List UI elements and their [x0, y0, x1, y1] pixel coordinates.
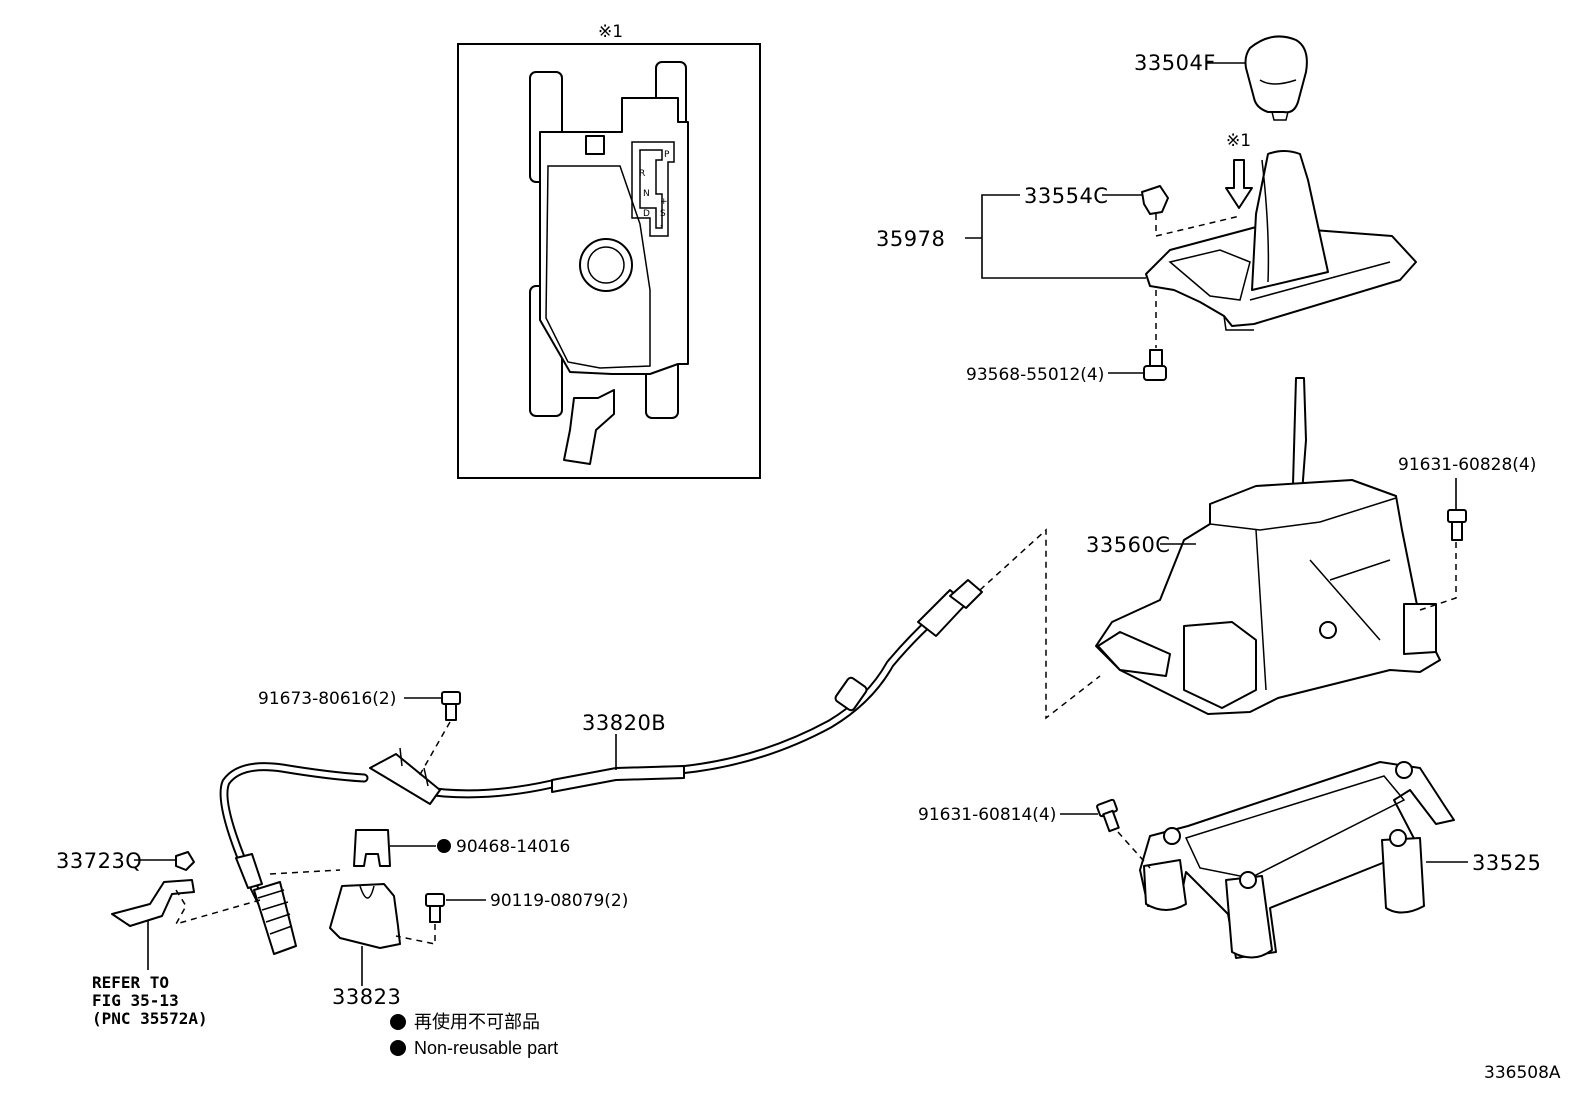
bracket-bolt-hole-2: [1389, 829, 1407, 847]
dash-bolt-right-bottom: [1117, 831, 1151, 869]
bracket-leg-front: [1225, 875, 1273, 959]
bracket-leg-left: [1143, 859, 1187, 911]
gate-label-s: S: [660, 209, 666, 219]
bezel-assembly: [1145, 150, 1417, 331]
dash-bolt-bracket: [395, 924, 436, 945]
dash-clip: [1155, 214, 1241, 237]
callout-bracket: 33823: [332, 985, 401, 1009]
shift-lever-housing: [1095, 377, 1441, 715]
callout-base-bracket: 33525: [1472, 851, 1541, 875]
inset-lever-hole-inner: [587, 246, 625, 284]
callout-bezel: 35978: [876, 227, 945, 251]
base-bracket: [1139, 761, 1455, 959]
bracket-bolt-hole-4: [1395, 761, 1413, 779]
callout-screw-bezel: 93568-55012(4): [966, 365, 1104, 385]
figure-id: 336508A: [1484, 1063, 1561, 1083]
gate-label-minus: -: [660, 221, 663, 231]
legend-en: Non-reusable part: [414, 1038, 558, 1058]
housing-body: [1095, 479, 1441, 715]
gate-label-n: N: [643, 189, 650, 199]
cable-grommet: [834, 676, 868, 712]
callout-bolt-bracket: 90119-08079(2): [490, 891, 628, 911]
lead-bezel-bracket: [981, 194, 1146, 279]
bezel-foot: [1223, 315, 1254, 331]
inset-panel-inner: [545, 165, 651, 369]
view-arrow-icon: [1225, 159, 1253, 209]
small-bracket: [111, 879, 195, 927]
dash-cable-bracket: [269, 869, 341, 875]
callout-bolt-cable: 91673-80616(2): [258, 689, 396, 709]
legend-jp: 再使用不可部品: [414, 1012, 540, 1032]
bracket-inner-cutout: [1184, 775, 1406, 879]
nonreusable-dot-icon: [437, 839, 451, 853]
callout-nut: 33723Q: [56, 849, 142, 873]
housing-top-edge: [1209, 497, 1397, 531]
bracket-bolt-hole-3: [1163, 827, 1181, 845]
knob-neck: [1271, 111, 1289, 121]
inset-gate-outline: [631, 141, 675, 237]
nut-icon: [175, 851, 195, 871]
legend-dot-en-icon: [390, 1040, 406, 1056]
bolt-right-top-icon: [1447, 509, 1467, 541]
gate-label-r: R: [639, 169, 645, 179]
knob-body: [1244, 35, 1308, 114]
legend-dot-jp-icon: [390, 1014, 406, 1030]
callout-clip: 33554C: [1024, 184, 1108, 208]
cable-end-eye: [949, 579, 983, 609]
refer-line-2: FIG 35-13: [92, 991, 179, 1010]
bracket-bolt-hole-1: [1239, 871, 1257, 889]
cable-spring-coils: [257, 889, 293, 935]
cable-left-fitting: [235, 853, 263, 889]
housing-hole: [1319, 621, 1337, 639]
inset-detail-view: ※1 P R N D S + -: [457, 22, 761, 479]
bezel-indicator: [1168, 249, 1251, 301]
callout-cable: 33820B: [582, 711, 666, 735]
cable-sleeve: [551, 765, 685, 793]
cable-plate-studs: [399, 747, 429, 787]
inset-panel: [539, 97, 689, 375]
boot-crease: [1261, 159, 1270, 283]
cable-left-spring: [253, 881, 297, 955]
dash-cable-housing: [979, 528, 1101, 720]
shift-boot: [1251, 150, 1329, 291]
callout-housing: 33560C: [1086, 533, 1170, 557]
callout-clip-nonreusable: 90468-14016: [456, 837, 570, 857]
clip-nonreusable-icon: [353, 829, 391, 867]
bracket-33823-slot: [359, 885, 375, 899]
bolt-right-bottom-icon: [1096, 798, 1120, 833]
inset-gate-slot: [639, 149, 663, 229]
refer-line-3: (PNC 35572A): [92, 1009, 208, 1028]
cable-plate: [369, 753, 441, 805]
refer-line-1: REFER TO: [92, 973, 169, 992]
bracket-leg-right: [1381, 837, 1425, 914]
housing-ribs: [1309, 559, 1391, 641]
gate-label-p: P: [664, 150, 670, 160]
inset-marker: ※1: [598, 22, 623, 42]
shift-knob: [1206, 35, 1308, 121]
knob-detail: [1259, 79, 1297, 85]
dash-small-bracket: [174, 889, 261, 926]
gate-label-plus: +: [660, 197, 668, 207]
screw-bezel-icon: [1143, 349, 1167, 381]
dash-bolt-right-top: [1419, 542, 1457, 611]
callout-bolt-right-bottom: 91631-60814(4): [918, 805, 1056, 825]
bracket-33823: [329, 883, 401, 949]
boot-marker: ※1: [1226, 131, 1251, 151]
clip-part: [1141, 185, 1169, 215]
housing-tab: [1403, 603, 1437, 655]
bezel-edge: [1249, 261, 1391, 301]
inset-button: [585, 135, 605, 155]
housing-foot: [1097, 631, 1171, 677]
dash-bolt-cable: [417, 721, 451, 779]
housing-mount: [1183, 621, 1257, 709]
bolt-cable-icon: [441, 691, 461, 721]
gate-label-d: D: [643, 209, 650, 219]
shift-cable: [219, 579, 983, 955]
bolt-bracket-icon: [425, 893, 445, 923]
housing-front-edge: [1255, 529, 1267, 691]
callout-bolt-right-top: 91631-60828(4): [1398, 455, 1536, 475]
inset-lever-stem: [563, 389, 615, 465]
callout-knob: 33504F: [1134, 51, 1216, 75]
